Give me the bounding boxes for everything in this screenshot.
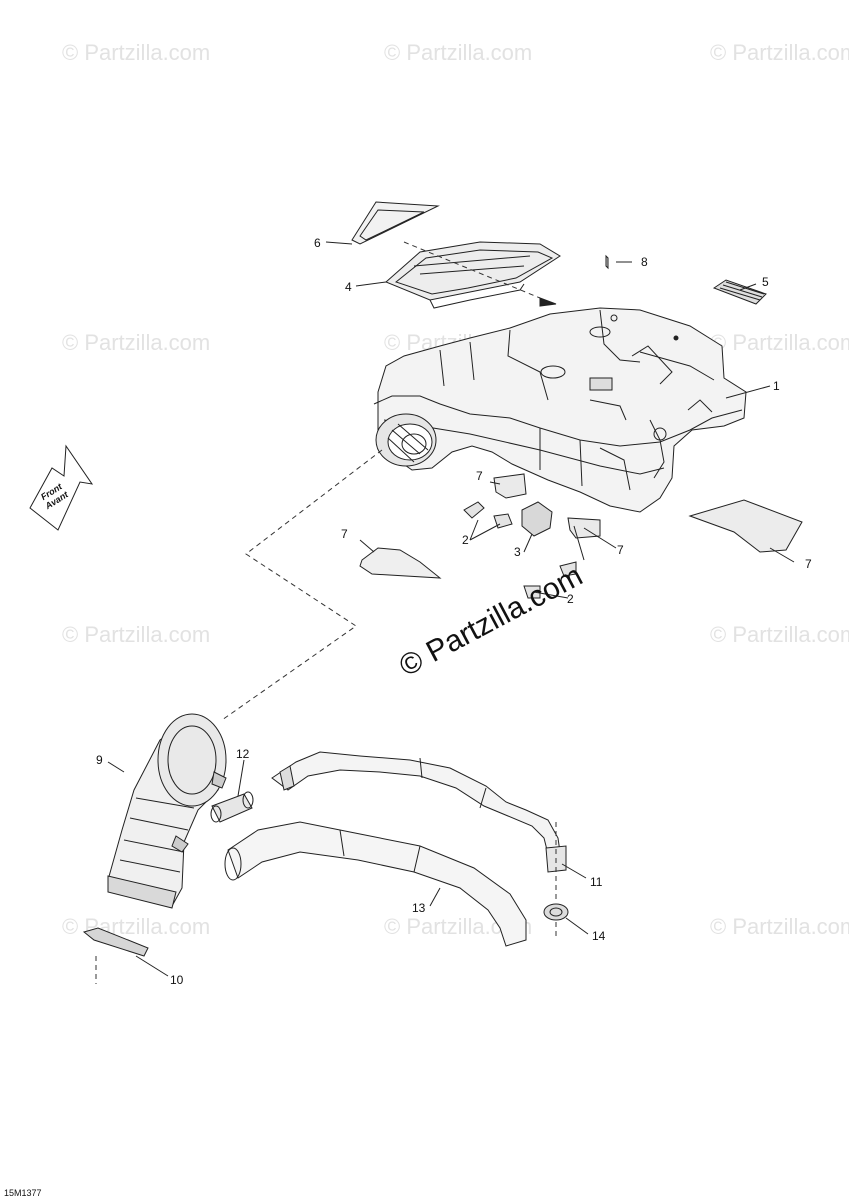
callout-7: 7: [805, 557, 812, 571]
part-4-air-filter: [385, 241, 561, 309]
part-2-clip-d: [523, 585, 541, 599]
watermark: © Partzilla.com: [384, 40, 533, 65]
callout-4: 4: [345, 280, 352, 294]
callout-3: 3: [514, 545, 521, 559]
callout-14: 14: [592, 929, 606, 943]
callout-8: 8: [641, 255, 648, 269]
assembly-lines: [95, 241, 557, 984]
part-1-air-box: [373, 307, 747, 513]
callout-13: 13: [412, 901, 426, 915]
watermark: © Partzilla.com: [62, 330, 211, 355]
watermark: © Partzilla.com: [710, 914, 849, 939]
watermark: © Partzilla.com: [62, 40, 211, 65]
callout-1: 1: [773, 379, 780, 393]
part-7-clip-a: [493, 473, 527, 499]
watermark: © Partzilla.com: [710, 622, 849, 647]
callout-10: 10: [170, 973, 184, 987]
assembly-arrow: [539, 297, 557, 307]
callout-6: 6: [314, 236, 321, 250]
leader-lines: [107, 241, 795, 977]
part-6-frame: [351, 201, 440, 245]
part-3-damper: [521, 501, 553, 537]
callout-7: 7: [476, 469, 483, 483]
callout-7: 7: [617, 543, 624, 557]
part-5-grille: [712, 279, 767, 305]
callout-2: 2: [567, 592, 574, 606]
part-9-intake-adaptor: [107, 713, 227, 909]
watermark: © Partzilla.com: [710, 40, 849, 65]
figure-id: 15M1377: [4, 1188, 42, 1198]
part-10-clamp: [82, 927, 149, 957]
part-7-pad-left: [359, 547, 442, 579]
callout-2: 2: [462, 533, 469, 547]
part-12-nipple: [210, 791, 254, 823]
callout-9: 9: [96, 753, 103, 767]
part-2-clip-c: [559, 561, 577, 577]
watermark: © Partzilla.com: [62, 914, 211, 939]
watermark: © Partzilla.com: [62, 622, 211, 647]
watermark: © Partzilla.com: [710, 330, 849, 355]
part-13-drain-hose: [224, 821, 527, 947]
callout-11: 11: [590, 875, 603, 889]
part-14-hose-clamp: [543, 903, 569, 921]
part-7-pad-right: [688, 499, 803, 553]
callout-12: 12: [236, 747, 250, 761]
front-arrow-icon: [29, 444, 94, 531]
part-8-pin: [605, 254, 609, 270]
part-2-clip-a: [463, 501, 485, 519]
callout-5: 5: [762, 275, 769, 289]
callout-7: 7: [341, 527, 348, 541]
